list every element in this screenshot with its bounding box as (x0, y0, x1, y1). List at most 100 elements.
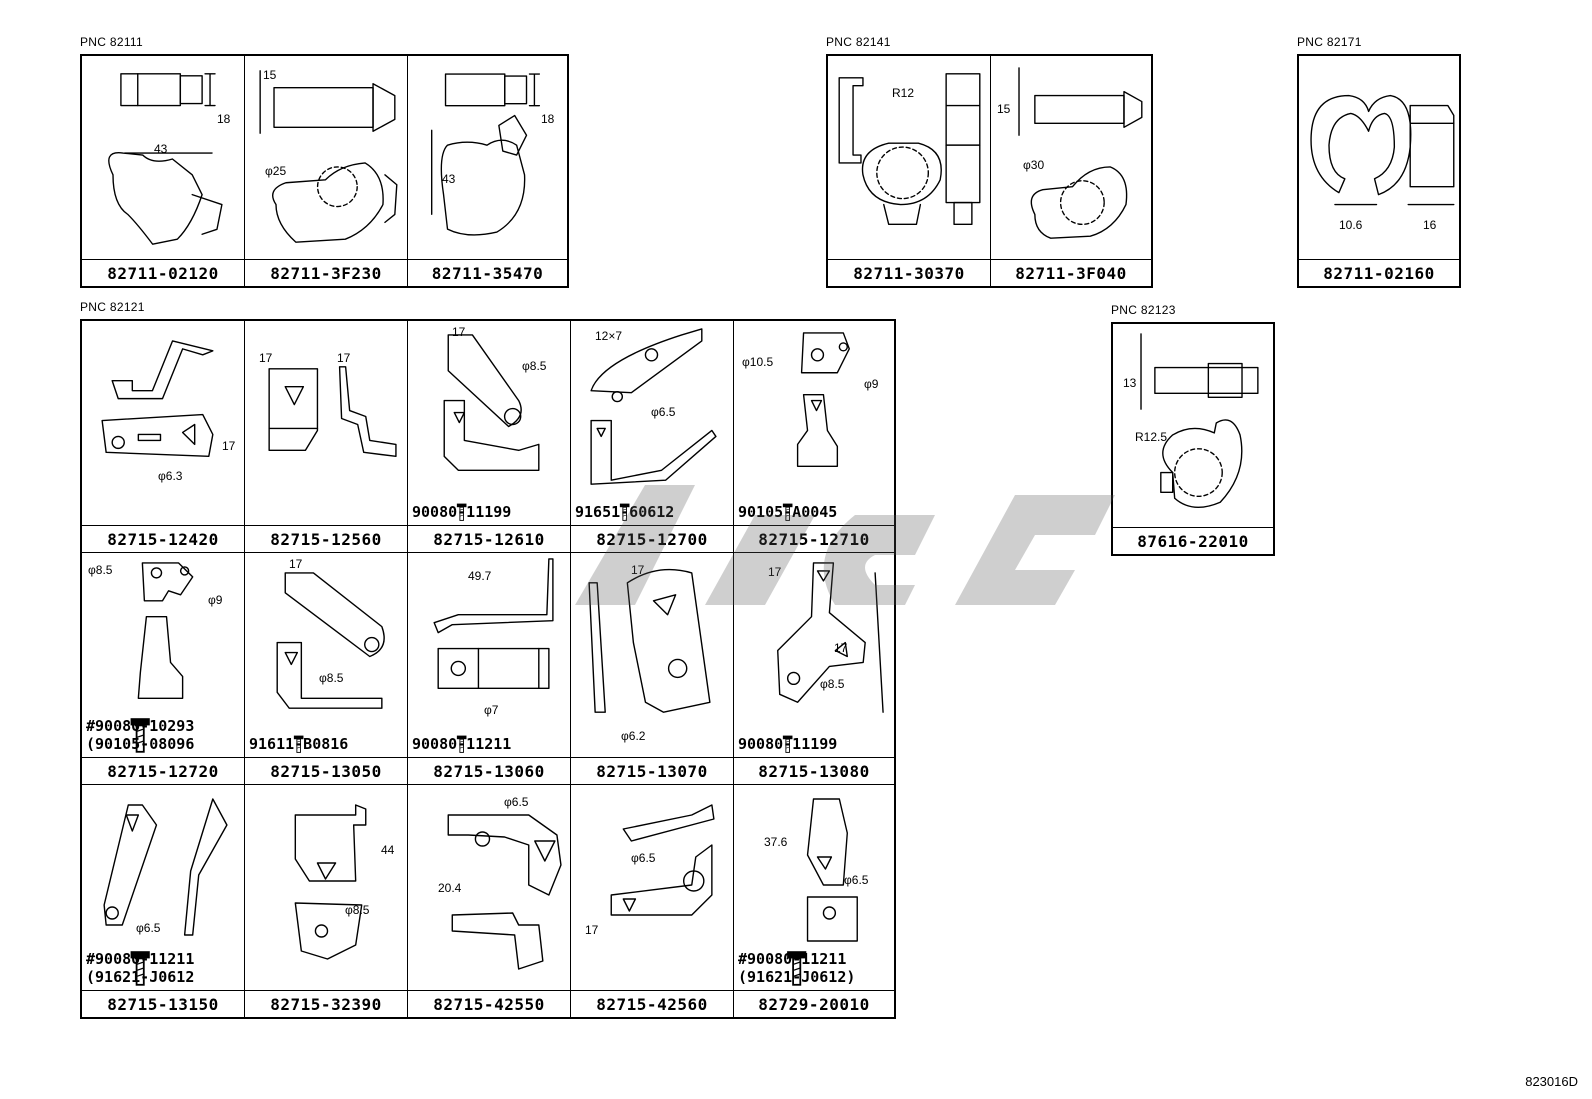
bolt-callout: 90080-11199 (412, 503, 511, 521)
part-cell[interactable]: φ6.5 17 82715-42560 (571, 785, 734, 1017)
part-drawing: 15 φ25 (245, 56, 407, 259)
part-cell[interactable]: φ10.5 φ9 90105-A0045 82715-12710 (734, 321, 894, 553)
part-number[interactable]: 82715-12420 (82, 525, 244, 552)
dim-label: 17 (631, 563, 645, 577)
part-cell[interactable]: 15 φ25 82711-3F230 (245, 56, 408, 286)
part-number[interactable]: 82711-3F230 (245, 259, 407, 286)
part-cell[interactable]: R12 82711-30370 (828, 56, 991, 286)
part-number[interactable]: 82711-35470 (408, 259, 567, 286)
dim-label: 37.6 (764, 835, 788, 849)
bolt-icon (782, 735, 793, 753)
bolt-icon (456, 735, 467, 753)
part-number[interactable]: 82729-20010 (734, 990, 894, 1017)
part-number[interactable]: 82711-02120 (82, 259, 244, 286)
dim-label: φ8.5 (522, 359, 547, 373)
part-cell[interactable]: 10.6 16 82711-02160 (1299, 56, 1459, 286)
part-grid-82111: 18 43 82711-02120 15 φ25 82711-3F230 (80, 54, 569, 288)
bolt-part-number[interactable]: 91611-B0816 (249, 735, 349, 753)
bolt-callout: 90080-11211 (412, 735, 511, 753)
dim-label: φ6.5 (136, 921, 161, 935)
part-number[interactable]: 82715-13050 (245, 757, 407, 784)
part-number[interactable]: 82715-13070 (571, 757, 733, 784)
bolt-part-number[interactable]: 90105-A0045 (738, 503, 838, 521)
part-cell[interactable]: 17 φ6.3 82715-12420 (82, 321, 245, 553)
part-drawing: φ10.5 φ9 90105-A0045 (734, 321, 894, 525)
dim-label: 17 (222, 439, 236, 453)
dim-label: 17 (259, 351, 273, 365)
dim-label: 16 (1423, 218, 1437, 232)
bolt-part-number[interactable]: 90080-11211 (412, 735, 512, 753)
part-number[interactable]: 82715-12560 (245, 525, 407, 552)
dim-label: 15 (997, 102, 1011, 116)
part-number[interactable]: 82711-02160 (1299, 259, 1459, 286)
part-drawing: 18 43 (408, 56, 567, 259)
part-grid-82171: 10.6 16 82711-02160 (1297, 54, 1461, 288)
part-number[interactable]: 82715-13060 (408, 757, 570, 784)
bolt-icon (130, 951, 150, 986)
dim-label: R12 (892, 86, 915, 100)
bolt-part-number[interactable]: 91651-60612 (575, 503, 675, 521)
dim-label: φ7 (484, 703, 499, 717)
part-drawing: 17 φ6.3 (82, 321, 244, 525)
dim-label: φ9 (864, 377, 879, 391)
dim-label: 17 (834, 641, 848, 655)
bolt-icon (130, 718, 150, 753)
part-cell[interactable]: 15 φ30 82711-3F040 (991, 56, 1151, 286)
bolt-part-number[interactable]: 90080-11199 (412, 503, 512, 521)
part-drawing: R12 (828, 56, 990, 259)
bolt-part-number[interactable]: (91621-J0612) (738, 968, 856, 986)
dim-label: 18 (217, 112, 231, 126)
part-number[interactable]: 82715-13080 (734, 757, 894, 784)
dim-label: 17 (452, 325, 466, 339)
part-drawing: φ6.5#90080-11211(91621-J0612 (82, 785, 244, 990)
bolt-part-number[interactable]: (91621-J0612 (86, 968, 195, 986)
dim-label: φ6.5 (504, 795, 529, 809)
pnc-label-82123: PNC 82123 (1111, 303, 1176, 317)
part-number[interactable]: 82715-12700 (571, 525, 733, 552)
part-number[interactable]: 82715-12610 (408, 525, 570, 552)
part-number[interactable]: 82715-42550 (408, 990, 570, 1017)
bolt-part-number[interactable]: #90080-11211 (738, 950, 847, 968)
dim-label: 13 (1123, 376, 1137, 390)
bolt-part-number[interactable]: (90105-08096 (86, 735, 195, 753)
part-number[interactable]: 82715-42560 (571, 990, 733, 1017)
dim-label: φ10.5 (742, 355, 774, 369)
dim-label: φ8.5 (88, 563, 113, 577)
part-drawing: 15 φ30 (991, 56, 1151, 259)
part-number[interactable]: 82715-32390 (245, 990, 407, 1017)
dim-label: 17 (585, 923, 599, 937)
part-number[interactable]: 82715-12710 (734, 525, 894, 552)
part-drawing: 18 43 (82, 56, 244, 259)
part-number[interactable]: 82715-12720 (82, 757, 244, 784)
part-number[interactable]: 82711-30370 (828, 259, 990, 286)
part-cell[interactable]: 13 R12.5 87616-22010 (1113, 324, 1273, 554)
dim-label: φ6.3 (158, 469, 183, 483)
part-number[interactable]: 82711-3F040 (991, 259, 1151, 286)
part-cell[interactable]: 17 φ8.5 90080-11199 82715-12610 (408, 321, 571, 553)
part-cell[interactable]: 18 43 82711-35470 (408, 56, 567, 286)
part-number[interactable]: 87616-22010 (1113, 527, 1273, 554)
dim-label: φ6.5 (631, 851, 656, 865)
bolt-callout: 91651-60612 (575, 503, 674, 521)
part-number[interactable]: 82715-13150 (82, 990, 244, 1017)
bolt-part-number[interactable]: 90080-11199 (738, 735, 838, 753)
bolt-icon (456, 503, 467, 521)
part-cell[interactable]: 18 43 82711-02120 (82, 56, 245, 286)
